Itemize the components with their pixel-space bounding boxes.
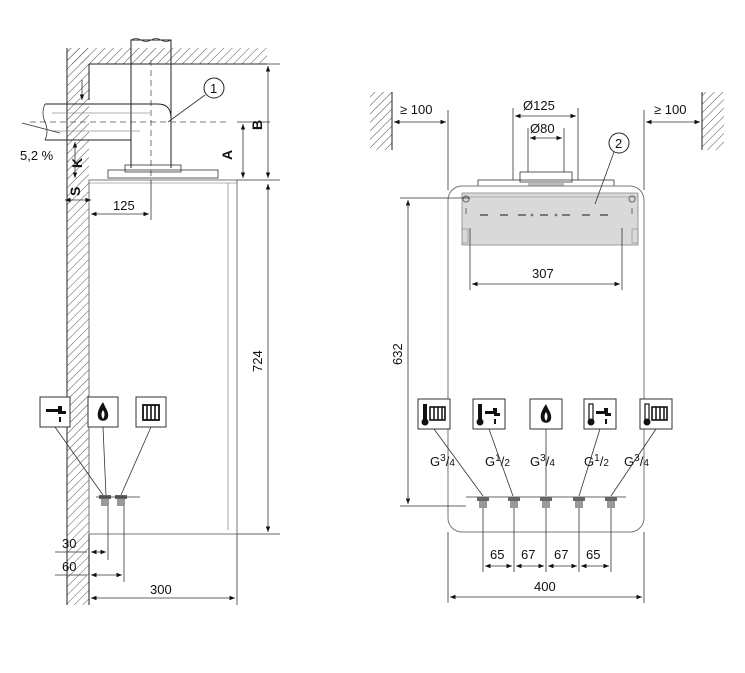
dim-B: B — [249, 120, 265, 130]
ceiling-hatch — [67, 48, 267, 64]
hot-water-outlet-icon — [472, 398, 506, 430]
dia-inner: Ø80 — [530, 121, 555, 136]
left-wall-hatch — [370, 92, 392, 150]
radiator-icon — [135, 396, 167, 428]
right-wall-hatch — [702, 92, 724, 150]
spacing-1: 65 — [490, 547, 504, 562]
connection-label-2: G1/2 — [485, 453, 510, 469]
callout-circle-1 — [203, 77, 225, 99]
dim-724: 724 — [250, 350, 265, 372]
dia-outer: Ø125 — [523, 98, 555, 113]
dim-632: 632 — [390, 343, 405, 365]
clearance-left: ≥ 100 — [400, 102, 432, 117]
dim-125: 125 — [113, 198, 135, 213]
callout-1-label: 1 — [210, 81, 217, 96]
connection-stubs — [477, 497, 617, 508]
dim-K: K — [69, 158, 85, 168]
heating-return-icon — [639, 398, 673, 430]
dim-30: 30 — [62, 536, 76, 551]
callout-2-label: 2 — [615, 136, 622, 151]
connection-label-1: G3/4 — [430, 453, 455, 469]
dim-60: 60 — [62, 559, 76, 574]
dim-S: S — [67, 187, 83, 196]
cold-water-inlet-icon — [583, 398, 617, 430]
side-icons — [39, 396, 167, 496]
connection-label-3: G3/4 — [530, 453, 555, 469]
spacing-3: 67 — [554, 547, 568, 562]
gas-flame-icon — [87, 396, 119, 428]
boiler-side-body — [88, 179, 238, 535]
front-icons — [417, 398, 673, 430]
slope-label: 5,2 % — [20, 148, 54, 163]
dim-300: 300 — [150, 582, 172, 597]
heating-flow-icon — [417, 398, 451, 430]
wall-hatch-vertical — [67, 48, 89, 605]
connection-label-5: G3/4 — [624, 453, 649, 469]
connection-label-4: G1/2 — [584, 453, 609, 469]
gas-inlet-flame-icon — [529, 398, 563, 430]
dim-A: A — [219, 150, 235, 160]
front-view: ≥ 100 ≥ 100 Ø125 Ø80 — [370, 92, 724, 603]
hot-water-tap-icon — [39, 396, 71, 428]
spacing-2: 67 — [521, 547, 535, 562]
mounting-bracket — [461, 192, 639, 246]
dim-307: 307 — [532, 266, 554, 281]
dim-400: 400 — [534, 579, 556, 594]
callout-circle-2 — [608, 132, 630, 154]
connection-labels: G3/4 G1/2 G3/4 G1/2 G3/4 — [430, 453, 649, 469]
clearance-right: ≥ 100 — [654, 102, 686, 117]
spacing-4: 65 — [586, 547, 600, 562]
side-view: 5,2 % 1 A B K S 125 724 — [20, 38, 280, 605]
